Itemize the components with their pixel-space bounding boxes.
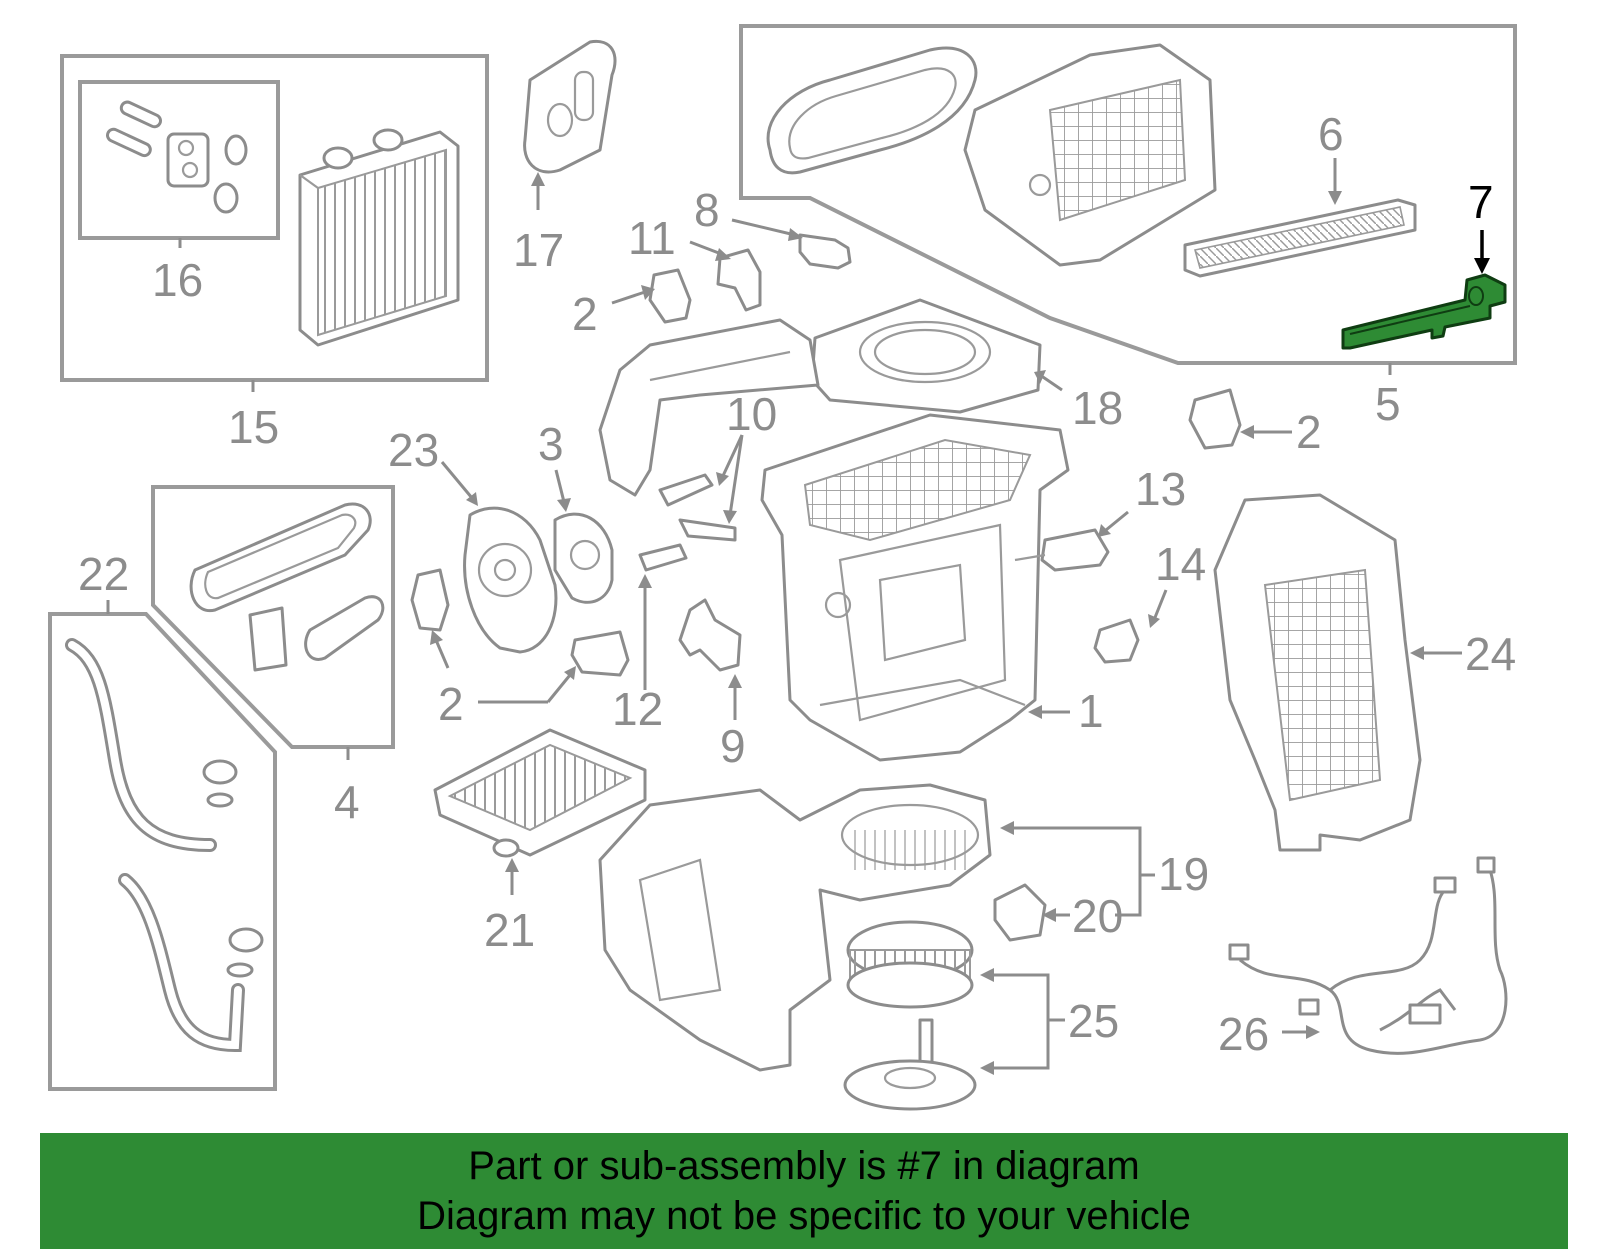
part-7-filter-door xyxy=(1341,273,1507,350)
callout-10: 10 xyxy=(726,388,777,440)
part-15-evaporator-core xyxy=(298,128,460,347)
leader-lines xyxy=(430,158,1490,1075)
callout-26: 26 xyxy=(1218,1008,1269,1060)
part-defrost-duct xyxy=(598,318,820,497)
part-14-sensor xyxy=(1093,618,1140,664)
part-blower-housing xyxy=(598,783,992,1072)
callout-1: 1 xyxy=(1078,685,1104,737)
part-4-seals xyxy=(189,502,385,672)
part-23-actuator xyxy=(463,506,558,654)
part-blower-inlet-housing xyxy=(963,43,1217,267)
info-banner: Part or sub-assembly is #7 in diagram Di… xyxy=(40,1133,1568,1249)
part-12-rod xyxy=(638,543,688,572)
part-17-seal xyxy=(523,39,617,174)
part-16-valve-kit xyxy=(105,100,248,214)
callout-13: 13 xyxy=(1135,463,1186,515)
part-25-blower-fan xyxy=(843,920,977,1111)
callout-2-right: 2 xyxy=(1296,406,1322,458)
callout-8: 8 xyxy=(694,184,720,236)
part-2-mount-d xyxy=(570,630,630,677)
part-13-sensor xyxy=(1014,528,1110,572)
callout-19: 19 xyxy=(1158,848,1209,900)
part-2-mount-a xyxy=(648,268,692,324)
banner-line-1: Part or sub-assembly is #7 in diagram xyxy=(468,1144,1140,1188)
part-24-air-distribution-case xyxy=(1213,493,1422,852)
callout-9: 9 xyxy=(720,720,746,772)
part-18-duct xyxy=(810,298,1042,414)
callout-21: 21 xyxy=(484,904,535,956)
part-6-cabin-filter xyxy=(1183,198,1417,278)
callout-4: 4 xyxy=(334,776,360,828)
callout-12: 12 xyxy=(612,683,663,735)
part-8-sensor xyxy=(798,233,852,270)
part-2-mount-c xyxy=(410,568,450,632)
part-9-lever xyxy=(678,598,742,672)
callout-6: 6 xyxy=(1318,108,1344,160)
part-1-hvac-case xyxy=(760,413,1070,762)
callout-23: 23 xyxy=(388,424,439,476)
callout-17: 17 xyxy=(513,224,564,276)
part-filter-cover-gasket xyxy=(766,46,978,175)
callout-11: 11 xyxy=(628,212,676,264)
banner-line-2: Diagram may not be specific to your vehi… xyxy=(417,1194,1191,1238)
callout-22: 22 xyxy=(78,548,129,600)
part-26-wiring-harness xyxy=(1228,856,1508,1055)
callout-16: 16 xyxy=(152,254,203,306)
part-2-mount-b xyxy=(1188,388,1242,450)
part-3-actuator xyxy=(553,512,614,604)
part-22-ac-lines xyxy=(65,638,264,1053)
callout-2-left: 2 xyxy=(438,678,464,730)
callout-24: 24 xyxy=(1465,628,1516,680)
callout-7: 7 xyxy=(1468,176,1494,228)
callout-14: 14 xyxy=(1155,538,1206,590)
callout-20: 20 xyxy=(1072,890,1123,942)
callout-3: 3 xyxy=(538,418,564,470)
part-21-heater-core xyxy=(433,728,647,858)
callout-5: 5 xyxy=(1375,378,1401,430)
part-10-links xyxy=(658,473,737,542)
callout-2-top: 2 xyxy=(572,288,598,340)
part-20-resistor xyxy=(993,883,1047,942)
callout-15: 15 xyxy=(228,401,279,453)
part-11-bracket xyxy=(716,248,762,312)
callout-labels: 16 15 17 8 11 2 10 18 2 23 3 13 14 22 24… xyxy=(78,108,1516,1060)
callout-18: 18 xyxy=(1072,382,1123,434)
callout-25: 25 xyxy=(1068,995,1119,1047)
